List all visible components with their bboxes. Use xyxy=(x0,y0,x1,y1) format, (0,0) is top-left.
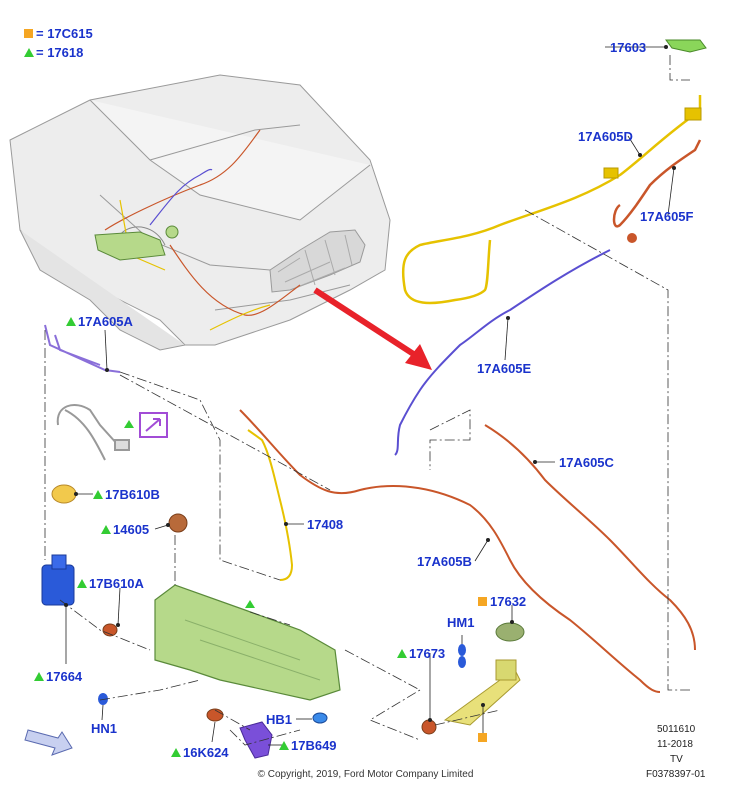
assembly-lines xyxy=(44,55,690,746)
triangle-marker-harness xyxy=(124,420,134,428)
direction-arrow-icon xyxy=(24,729,73,756)
label-text: 17A605A xyxy=(78,314,133,329)
label-17a605f: 17A605F xyxy=(640,209,694,224)
triangle-marker-icon xyxy=(77,579,87,588)
hose-f-end xyxy=(627,233,637,243)
hose-d-connector xyxy=(603,167,619,179)
label-text: 17632 xyxy=(490,594,527,609)
bracket-17a605a xyxy=(44,324,121,373)
vehicle-reservoir xyxy=(94,225,179,261)
hose-orange-b xyxy=(239,409,661,693)
harness-part xyxy=(56,404,130,461)
triangle-marker-icon xyxy=(24,48,34,57)
label-hb1: HB1 xyxy=(266,712,293,727)
label-text: 14605 xyxy=(113,522,150,537)
triangle-marker-reservoir xyxy=(245,600,255,608)
legend-item-17c615: = 17C615 xyxy=(24,26,93,41)
hose-orange-f xyxy=(612,139,702,228)
callout-arrow xyxy=(313,287,432,370)
label-17664: 17664 xyxy=(34,669,82,684)
bracket-17603 xyxy=(665,39,707,53)
square-marker-icon xyxy=(478,597,487,606)
square-marker-filler xyxy=(478,733,487,742)
grommet-16k624 xyxy=(206,708,224,722)
filler-neck xyxy=(443,659,521,726)
label-hn1: HN1 xyxy=(91,721,118,736)
label-hm1: HM1 xyxy=(447,615,475,630)
figure-id: F0378397-01 xyxy=(646,769,706,780)
copyright-notice: © Copyright, 2019, Ford Motor Company Li… xyxy=(257,769,474,780)
triangle-marker-icon xyxy=(93,490,103,499)
label-17673: 17673 xyxy=(397,646,445,661)
label-17b610b: 17B610B xyxy=(93,487,160,502)
label-text: 17B610A xyxy=(89,576,144,591)
hose-d-end xyxy=(684,107,702,121)
triangle-marker-icon xyxy=(34,672,44,681)
cap-14605 xyxy=(168,513,188,533)
bracket-17b649 xyxy=(239,721,273,759)
hose-yellow-17408 xyxy=(247,429,294,581)
reservoir-17618 xyxy=(154,584,341,701)
hose-orange-c xyxy=(484,424,696,651)
legend-text: = 17618 xyxy=(36,45,84,60)
label-17b610a: 17B610A xyxy=(77,576,144,591)
triangle-marker-icon xyxy=(171,748,181,757)
leader-dots xyxy=(64,45,676,722)
label-text: 17664 xyxy=(46,669,83,684)
square-marker-icon xyxy=(24,29,33,38)
fastener-hn1 xyxy=(98,693,108,705)
label-text: 17B610B xyxy=(105,487,160,502)
legend-text: = 17C615 xyxy=(36,26,93,41)
legend-item-17618: = 17618 xyxy=(24,45,83,60)
pump-17664 xyxy=(41,554,75,606)
cap-17632 xyxy=(495,622,525,642)
label-14605: 14605 xyxy=(101,522,149,537)
label-17a605a: 17A605A xyxy=(66,314,133,329)
label-17a605b: 17A605B xyxy=(417,554,472,569)
triangle-marker-icon xyxy=(397,649,407,658)
vehicle-illustration xyxy=(9,74,391,351)
hose-yellow-d xyxy=(401,95,702,305)
triangle-marker-icon xyxy=(66,317,76,326)
leader-lines xyxy=(65,46,675,746)
label-17603: 17603 xyxy=(610,40,647,55)
triangle-marker-icon xyxy=(101,525,111,534)
label-text: 16K624 xyxy=(183,745,229,760)
label-17a605c: 17A605C xyxy=(559,455,614,470)
triangle-marker-icon xyxy=(279,741,289,750)
arrow-up-right-icon xyxy=(145,418,161,432)
grommet-17b610b xyxy=(51,484,77,504)
label-text: 17673 xyxy=(409,646,446,661)
label-17408: 17408 xyxy=(307,517,344,532)
diagram-initials: TV xyxy=(670,754,683,765)
clip-hm1 xyxy=(458,644,466,668)
bolt-hb1 xyxy=(312,712,328,724)
label-text: 17B649 xyxy=(291,738,337,753)
label-17632: 17632 xyxy=(478,594,526,609)
label-17b649: 17B649 xyxy=(279,738,337,753)
grommet-17673 xyxy=(421,719,437,735)
diagram-date: 11-2018 xyxy=(657,739,693,750)
label-16k624: 16K624 xyxy=(171,745,229,760)
label-17a605e: 17A605E xyxy=(477,361,532,376)
diagram-code: 5011610 xyxy=(657,724,696,735)
hose-blue-e xyxy=(394,249,611,456)
label-17a605d: 17A605D xyxy=(578,129,633,144)
